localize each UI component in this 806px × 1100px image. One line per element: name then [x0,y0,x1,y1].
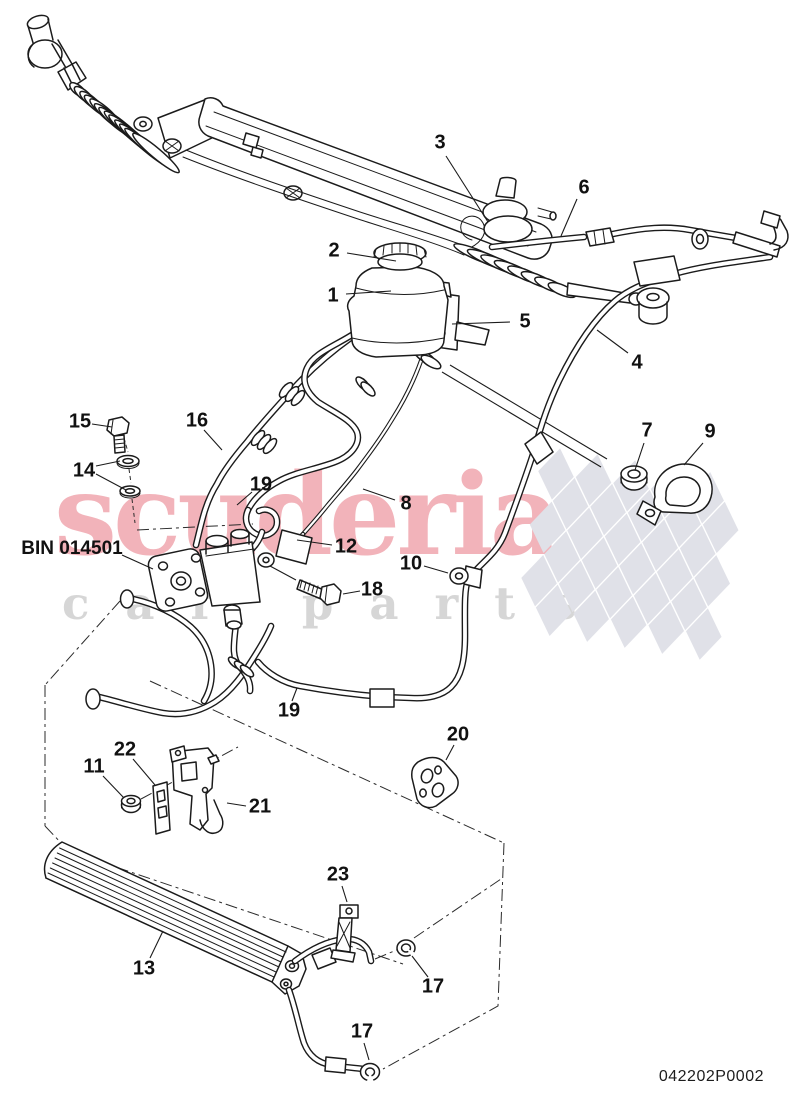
bracket-23 [330,904,359,963]
bellows-left [69,81,180,174]
reservoir [346,242,490,358]
part-pointer-lines [441,364,608,468]
steering-rack [26,14,655,307]
grommet-20 [411,756,459,809]
callout-leader-lines [91,155,704,1061]
clip-22 [152,781,171,835]
nut-11 [120,794,142,814]
bellows-right [453,243,577,299]
power-steering-pump [147,528,313,630]
bracket-21 [169,745,224,834]
bolt-18 [296,579,342,606]
document-number: 042202P0002 [658,1068,764,1085]
nut-7 [620,465,648,491]
line-fittings [85,210,789,710]
eyelet-10 [449,565,483,589]
cooler-hoses [285,935,375,1074]
washers-14 [116,454,141,499]
oil-cooler [43,841,307,995]
clamp-9 [636,463,713,526]
bolt-15 [106,416,130,454]
clamp-rings-17 [359,939,421,1087]
